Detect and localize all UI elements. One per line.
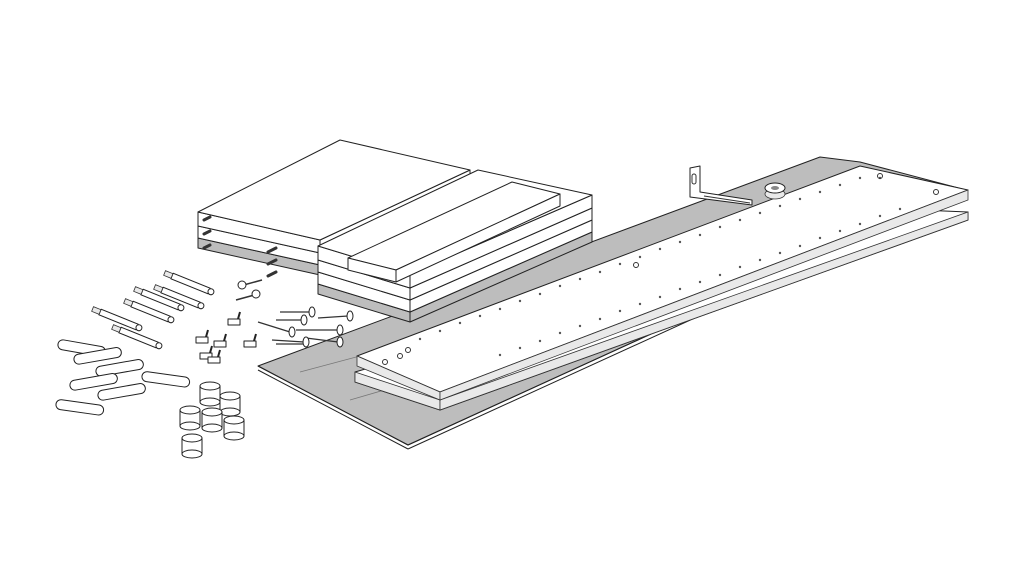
cam-bolts xyxy=(91,270,215,350)
small-panel-stack-right xyxy=(317,169,593,323)
short-screws xyxy=(235,279,263,301)
long-side-panels xyxy=(354,165,969,411)
wall-bracket xyxy=(689,165,753,206)
round-foot-pad xyxy=(764,182,786,200)
dowels-in-panels xyxy=(202,215,278,278)
shelf-pin-holes xyxy=(418,176,902,357)
wood-dowels xyxy=(55,339,191,416)
long-screws xyxy=(257,306,354,348)
shelf-pins xyxy=(195,311,257,364)
cam-locks xyxy=(179,381,245,459)
